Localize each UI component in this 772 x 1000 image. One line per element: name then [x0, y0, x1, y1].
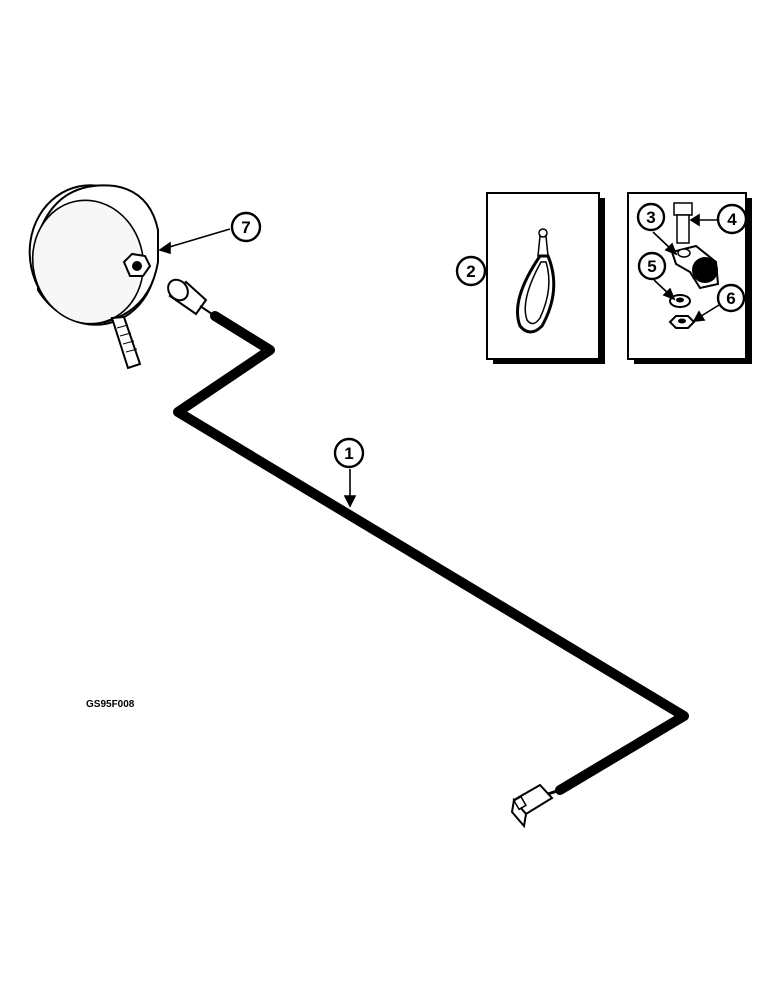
gauge-housing	[28, 184, 159, 370]
inset-strap	[486, 192, 605, 364]
callout-4-label: 4	[727, 210, 737, 229]
callout-5-label: 5	[647, 257, 656, 276]
clamp-part	[670, 244, 720, 290]
nut-part	[668, 315, 696, 329]
washer-part	[669, 294, 691, 308]
figure-id: GS95F008	[86, 699, 135, 710]
callout-7: 7	[230, 211, 262, 243]
strap-part	[516, 228, 556, 334]
callout-1-label: 1	[344, 444, 353, 463]
callout-6: 6	[716, 283, 746, 313]
callout-3: 3	[636, 202, 666, 232]
callout-5: 5	[637, 251, 667, 281]
wire-harness	[167, 278, 689, 829]
callout-1: 1	[333, 437, 365, 469]
leader-lines	[158, 213, 720, 508]
callout-3-label: 3	[646, 208, 655, 227]
callout-2-label: 2	[466, 262, 475, 281]
callout-7-label: 7	[241, 218, 250, 237]
bolt-part	[673, 202, 693, 244]
callout-2: 2	[455, 255, 487, 287]
callout-4: 4	[716, 203, 748, 235]
callout-6-label: 6	[726, 289, 735, 308]
